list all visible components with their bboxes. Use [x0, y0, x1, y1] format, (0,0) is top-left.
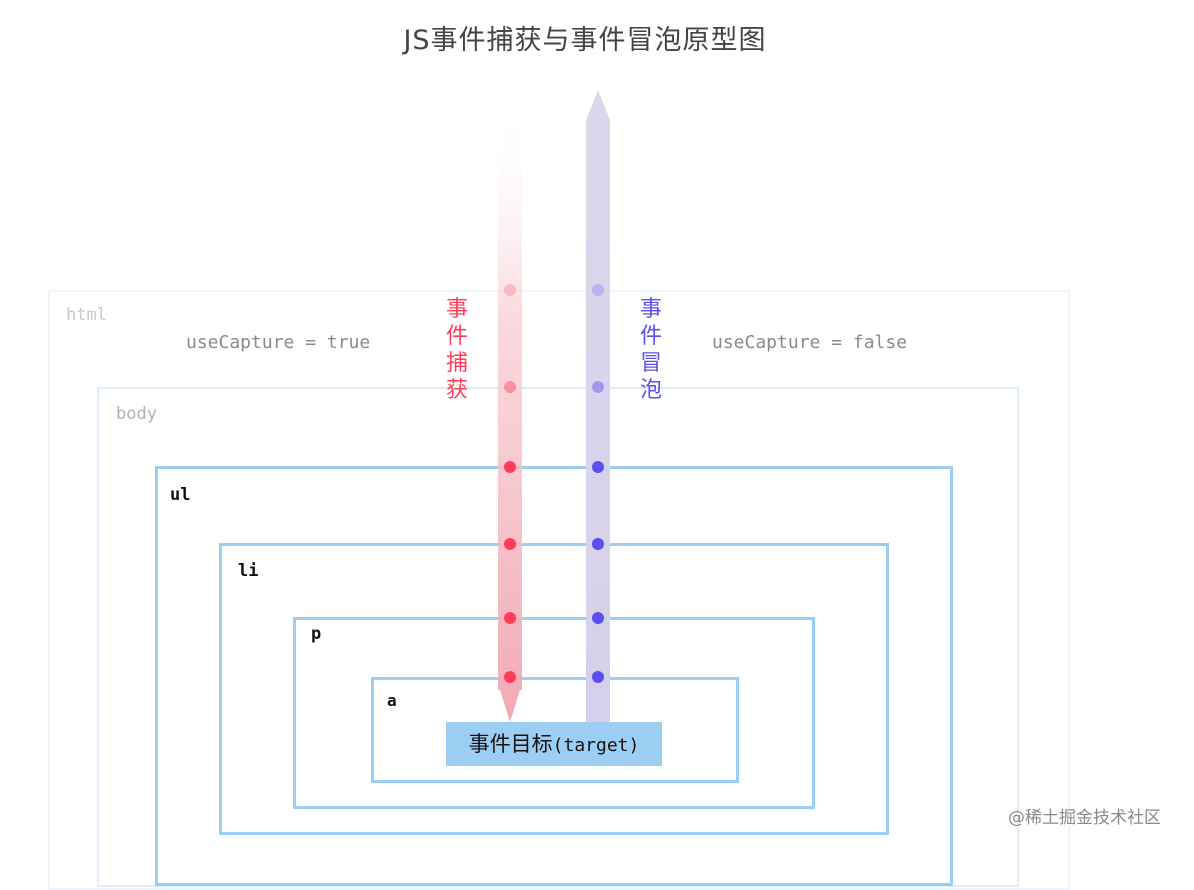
bubble-dot — [592, 284, 604, 296]
bubble-dot — [592, 671, 604, 683]
bubble-char: 冒 — [639, 351, 662, 376]
a-label: a — [387, 691, 397, 710]
capture-char: 捕 — [445, 351, 468, 376]
capture-dot — [504, 538, 516, 550]
event-target-box: 事件目标(target) — [446, 722, 662, 766]
event-target-zh: 事件目标 — [468, 732, 553, 756]
use-capture-true-label: useCapture = true — [186, 332, 371, 353]
bubble-char: 件 — [639, 324, 662, 349]
capture-dot — [504, 381, 516, 393]
bubble-vertical-label: 事 件 冒 泡 — [638, 296, 664, 404]
ul-label: ul — [170, 485, 191, 505]
bubble-dot — [592, 381, 604, 393]
capture-char: 事 — [445, 297, 468, 322]
a-box — [371, 677, 739, 783]
capture-dot — [504, 284, 516, 296]
bubble-arrow — [586, 90, 610, 722]
capture-dot — [504, 612, 516, 624]
capture-arrow — [498, 100, 522, 722]
event-flow-arrows — [498, 90, 610, 722]
capture-dots — [504, 284, 516, 683]
capture-vertical-label: 事 件 捕 获 — [444, 296, 470, 404]
bubble-dots — [592, 284, 604, 683]
diagram-title: JS事件捕获与事件冒泡原型图 — [403, 25, 767, 56]
use-capture-false-label: useCapture = false — [712, 332, 908, 353]
capture-char: 获 — [445, 378, 468, 403]
html-label: html — [66, 305, 107, 325]
capture-dot — [504, 461, 516, 473]
bubble-dot — [592, 612, 604, 624]
bubble-char: 泡 — [639, 378, 662, 403]
bubble-char: 事 — [639, 297, 662, 322]
li-label: li — [238, 561, 259, 581]
capture-dot — [504, 671, 516, 683]
watermark: @稀土掘金技术社区 — [1008, 808, 1161, 828]
p-box — [293, 617, 815, 809]
event-target-en: (target) — [552, 735, 640, 756]
li-box — [219, 543, 889, 835]
bubble-dot — [592, 461, 604, 473]
capture-char: 件 — [445, 324, 468, 349]
p-label: p — [311, 624, 322, 644]
body-label: body — [116, 404, 157, 424]
bubble-dot — [592, 538, 604, 550]
